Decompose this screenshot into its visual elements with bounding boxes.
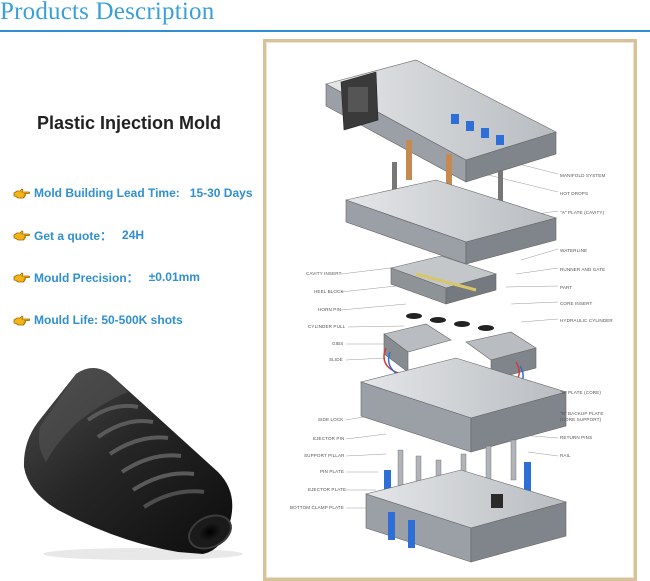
feature-label: Get a quote：	[34, 228, 113, 243]
feature-value: 15-30 Days	[189, 186, 253, 200]
label-hydraulic-cylinder: HYDRAULIC CYLINDER	[560, 318, 613, 323]
label-part: PART	[560, 285, 573, 290]
label-cylinder-pull: CYLINDER PULL	[308, 324, 346, 329]
label-a-plate: "A" PLATE (CAVITY)	[560, 210, 605, 215]
label-support-pillar: SUPPORT PILLAR	[304, 453, 345, 458]
pointing-hand-icon	[13, 272, 31, 283]
label-ejector-pin: EJECTOR PIN	[313, 436, 345, 441]
feature-mould-life: Mould Life: 50-500K shots	[13, 312, 183, 328]
mold-diagram-frame: MANIFOLD SYSTEM HOT DROPS "A" PLATE (CAV…	[263, 39, 637, 581]
label-ejector-plate: EJECTOR PLATE	[308, 487, 347, 492]
label-return-pins: RETURN PINS	[560, 435, 593, 440]
label-core-insert: CORE INSERT	[560, 301, 593, 306]
label-bottom-clamp-plate: BOTTOM CLAMP PLATE	[290, 505, 344, 510]
rubber-grip-image	[23, 368, 243, 560]
feature-value: 24H	[122, 228, 145, 242]
header-divider	[0, 30, 650, 32]
feature-label: Mould Precision：	[34, 270, 139, 285]
header-title: Products Description	[0, 0, 215, 25]
label-core-support: (CORE SUPPORT)	[560, 417, 602, 422]
product-title: Plastic Injection Mold	[37, 113, 222, 133]
feature-lead-time: Mold Building Lead Time: 15-30 Days	[13, 185, 253, 201]
label-pin-plate: PIN PLATE	[320, 469, 345, 474]
feature-quote: Get a quote： 24H	[13, 227, 144, 243]
label-runner-and-gate: RUNNER AND GATE	[560, 267, 606, 272]
label-heel-block: HEEL BLOCK	[314, 289, 344, 294]
label-side-lock: SIDE LOCK	[318, 417, 344, 422]
pointing-hand-icon	[13, 188, 31, 199]
label-rail: RAIL	[560, 453, 571, 458]
feature-precision: Mould Precision： ±0.01mm	[13, 269, 200, 285]
pointing-hand-icon	[13, 315, 31, 326]
label-hot-drops: HOT DROPS	[560, 191, 589, 196]
label-b-backup-plate: "B" BACKUP PLATE	[560, 411, 604, 416]
exploded-mold-diagram	[325, 59, 568, 563]
label-manifold-system: MANIFOLD SYSTEM	[560, 173, 606, 178]
label-gibs: GIBS	[332, 341, 344, 346]
label-b-plate: "B" PLATE (CORE)	[560, 390, 602, 395]
label-cavity-insert: CAVITY INSERT	[306, 271, 342, 276]
pointing-hand-icon	[13, 230, 31, 241]
feature-value: ±0.01mm	[148, 270, 200, 284]
feature-label: Mould Life: 50-500K shots	[34, 313, 183, 327]
label-waterline: WATERLINE	[560, 248, 588, 253]
label-horn-pin: HORN PIN	[318, 307, 342, 312]
label-slide: SLIDE	[329, 357, 343, 362]
feature-label: Mold Building Lead Time:	[34, 186, 180, 200]
